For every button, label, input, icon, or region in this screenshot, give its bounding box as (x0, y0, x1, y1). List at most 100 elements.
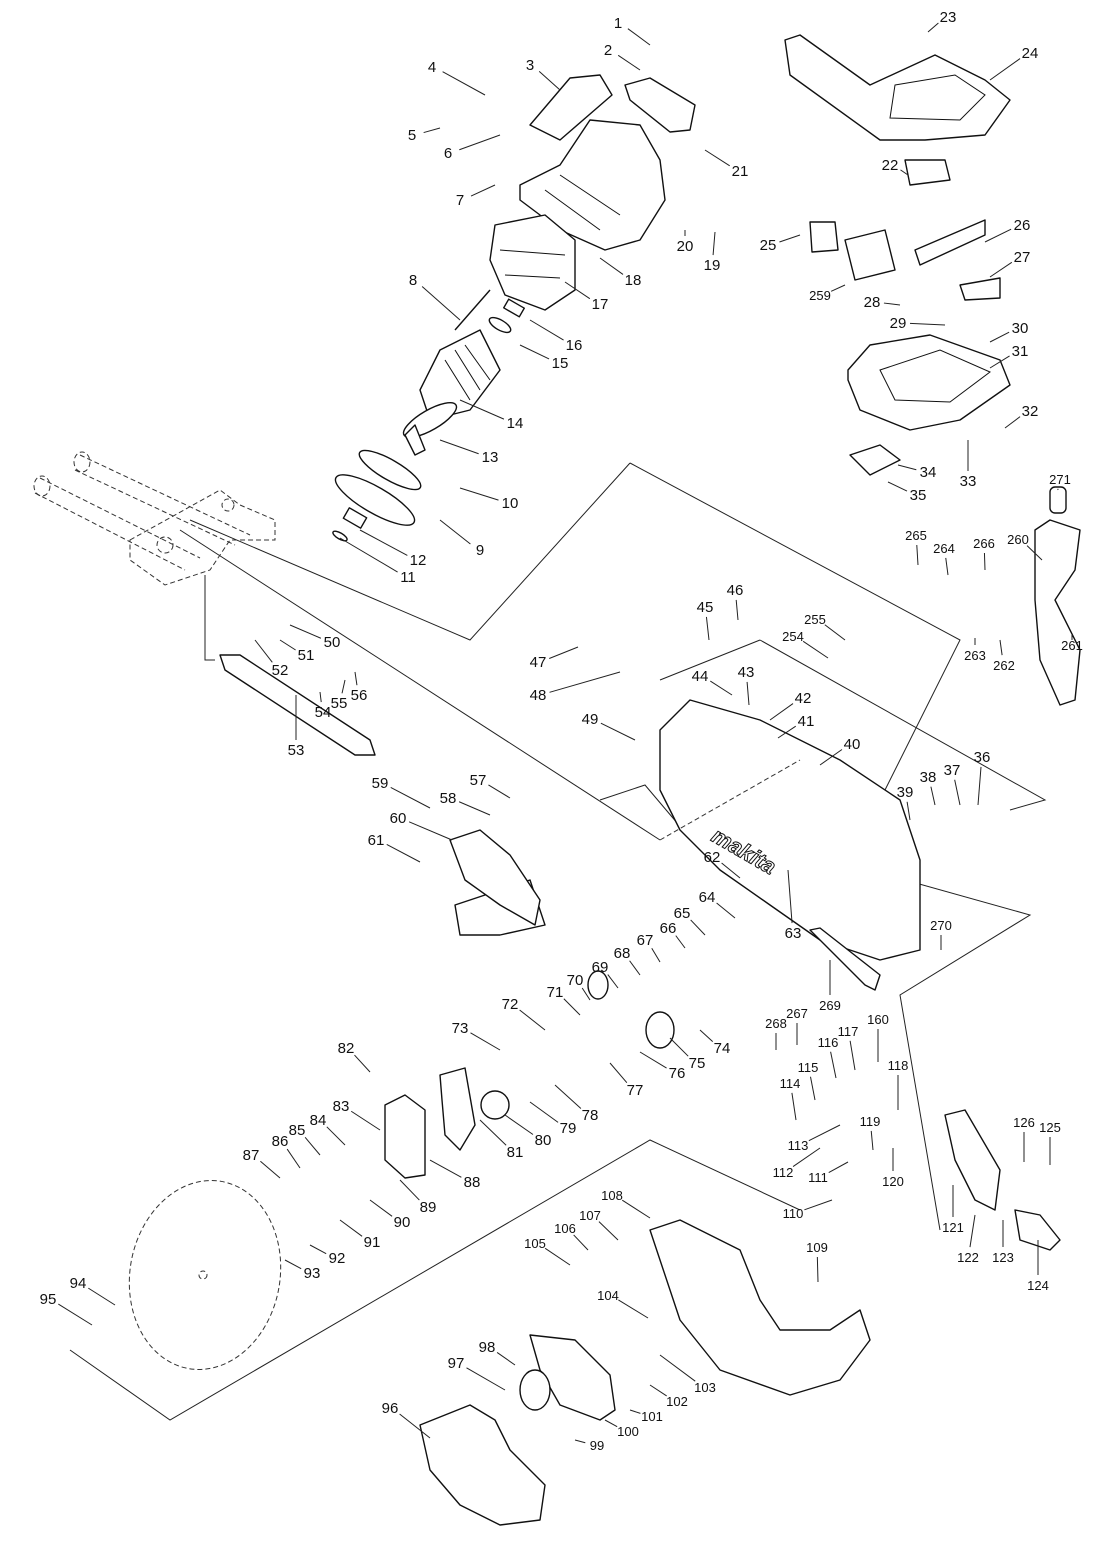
leader-line-41 (777, 725, 797, 739)
leader-line-18 (599, 257, 624, 275)
callout-70: 70 (567, 972, 584, 989)
leader-line-17 (564, 281, 591, 300)
leader-line-262 (999, 639, 1003, 656)
callout-32: 32 (1022, 403, 1039, 420)
callout-268: 268 (765, 1016, 787, 1031)
leader-line-47 (549, 646, 579, 659)
callout-266: 266 (973, 536, 995, 551)
safety-guard (419, 1219, 871, 1526)
leader-line-96 (399, 1413, 431, 1439)
leader-line-24 (989, 58, 1021, 81)
leader-line-32 (1004, 416, 1021, 429)
leader-line-84 (326, 1126, 346, 1146)
callout-6: 6 (444, 145, 452, 162)
leader-line-51 (279, 639, 296, 651)
callout-43: 43 (738, 664, 755, 681)
leader-line-45 (705, 616, 710, 641)
callout-99: 99 (590, 1438, 604, 1453)
callout-117: 117 (838, 1024, 859, 1039)
leader-line-44 (710, 680, 733, 696)
leader-line-50 (289, 624, 322, 639)
leader-line-78 (554, 1084, 582, 1109)
callout-38: 38 (920, 769, 937, 786)
callout-18: 18 (625, 272, 642, 289)
callout-119: 119 (860, 1114, 881, 1129)
callout-116: 116 (818, 1035, 839, 1050)
callout-260: 260 (1007, 532, 1029, 547)
leader-line-10 (459, 487, 499, 501)
callout-45: 45 (697, 599, 714, 616)
callout-254: 254 (782, 629, 804, 644)
callout-28: 28 (864, 294, 881, 311)
callout-67: 67 (637, 932, 654, 949)
leader-line-100 (604, 1419, 618, 1428)
callout-86: 86 (272, 1133, 289, 1150)
leader-line-254 (802, 640, 829, 659)
callout-66: 66 (660, 920, 677, 937)
leader-line-83 (350, 1110, 381, 1131)
callout-71: 71 (547, 984, 564, 1001)
callout-14: 14 (507, 415, 524, 432)
callout-49: 49 (582, 711, 599, 728)
callout-62: 62 (704, 849, 721, 866)
leader-line-72 (519, 1009, 546, 1031)
callout-120: 120 (882, 1174, 904, 1189)
callout-261: 261 (1061, 638, 1083, 653)
callout-39: 39 (897, 784, 914, 801)
leader-line-40 (819, 749, 843, 766)
callout-46: 46 (727, 582, 744, 599)
leader-line-56 (354, 671, 358, 686)
callout-52: 52 (272, 662, 289, 679)
leader-line-71 (563, 998, 581, 1016)
leader-line-67 (651, 948, 661, 963)
callout-90: 90 (394, 1214, 411, 1231)
leader-line-4 (442, 71, 486, 96)
callout-267: 267 (786, 1006, 808, 1021)
callout-68: 68 (614, 945, 631, 962)
arm-assembly-ghost (33, 451, 276, 586)
callout-95: 95 (40, 1291, 57, 1308)
leader-line-62 (721, 862, 741, 879)
callout-36: 36 (974, 749, 991, 766)
leader-line-109 (816, 1256, 819, 1283)
leader-line-66 (675, 935, 686, 949)
leader-line-46 (735, 599, 739, 621)
leader-line-73 (470, 1032, 501, 1051)
callout-114: 114 (780, 1076, 801, 1091)
leader-line-34 (897, 464, 917, 471)
callout-89: 89 (420, 1199, 437, 1216)
leader-line-117 (849, 1040, 856, 1071)
leader-line-70 (581, 987, 591, 1001)
leader-line-97 (466, 1367, 506, 1391)
callout-8: 8 (409, 272, 417, 289)
callout-55: 55 (331, 695, 348, 712)
callout-4: 4 (428, 59, 436, 76)
callout-1: 1 (614, 15, 622, 32)
leader-line-81 (479, 1119, 507, 1146)
leader-line-28 (883, 302, 901, 306)
leader-line-68 (629, 960, 641, 976)
callout-82: 82 (338, 1040, 355, 1057)
leader-line-65 (690, 919, 706, 936)
callout-26: 26 (1014, 217, 1031, 234)
callout-113: 113 (788, 1138, 809, 1153)
leader-line-60 (408, 821, 453, 841)
callout-121: 121 (942, 1220, 964, 1235)
leader-line-27 (989, 261, 1013, 278)
leader-lines (58, 22, 1073, 1444)
leader-line-98 (496, 1351, 516, 1366)
callout-91: 91 (364, 1234, 381, 1251)
leader-line-266 (983, 552, 986, 571)
leader-line-25 (779, 234, 801, 243)
leader-line-37 (954, 779, 961, 806)
callout-81: 81 (507, 1144, 524, 1161)
callout-48: 48 (530, 687, 547, 704)
callout-7: 7 (456, 192, 464, 209)
callout-265: 265 (905, 528, 927, 543)
leader-line-59 (390, 787, 431, 809)
callout-17: 17 (592, 296, 609, 313)
leader-line-69 (607, 974, 619, 989)
switch-box (847, 334, 1011, 476)
leader-line-85 (304, 1137, 321, 1156)
callout-30: 30 (1012, 320, 1029, 337)
